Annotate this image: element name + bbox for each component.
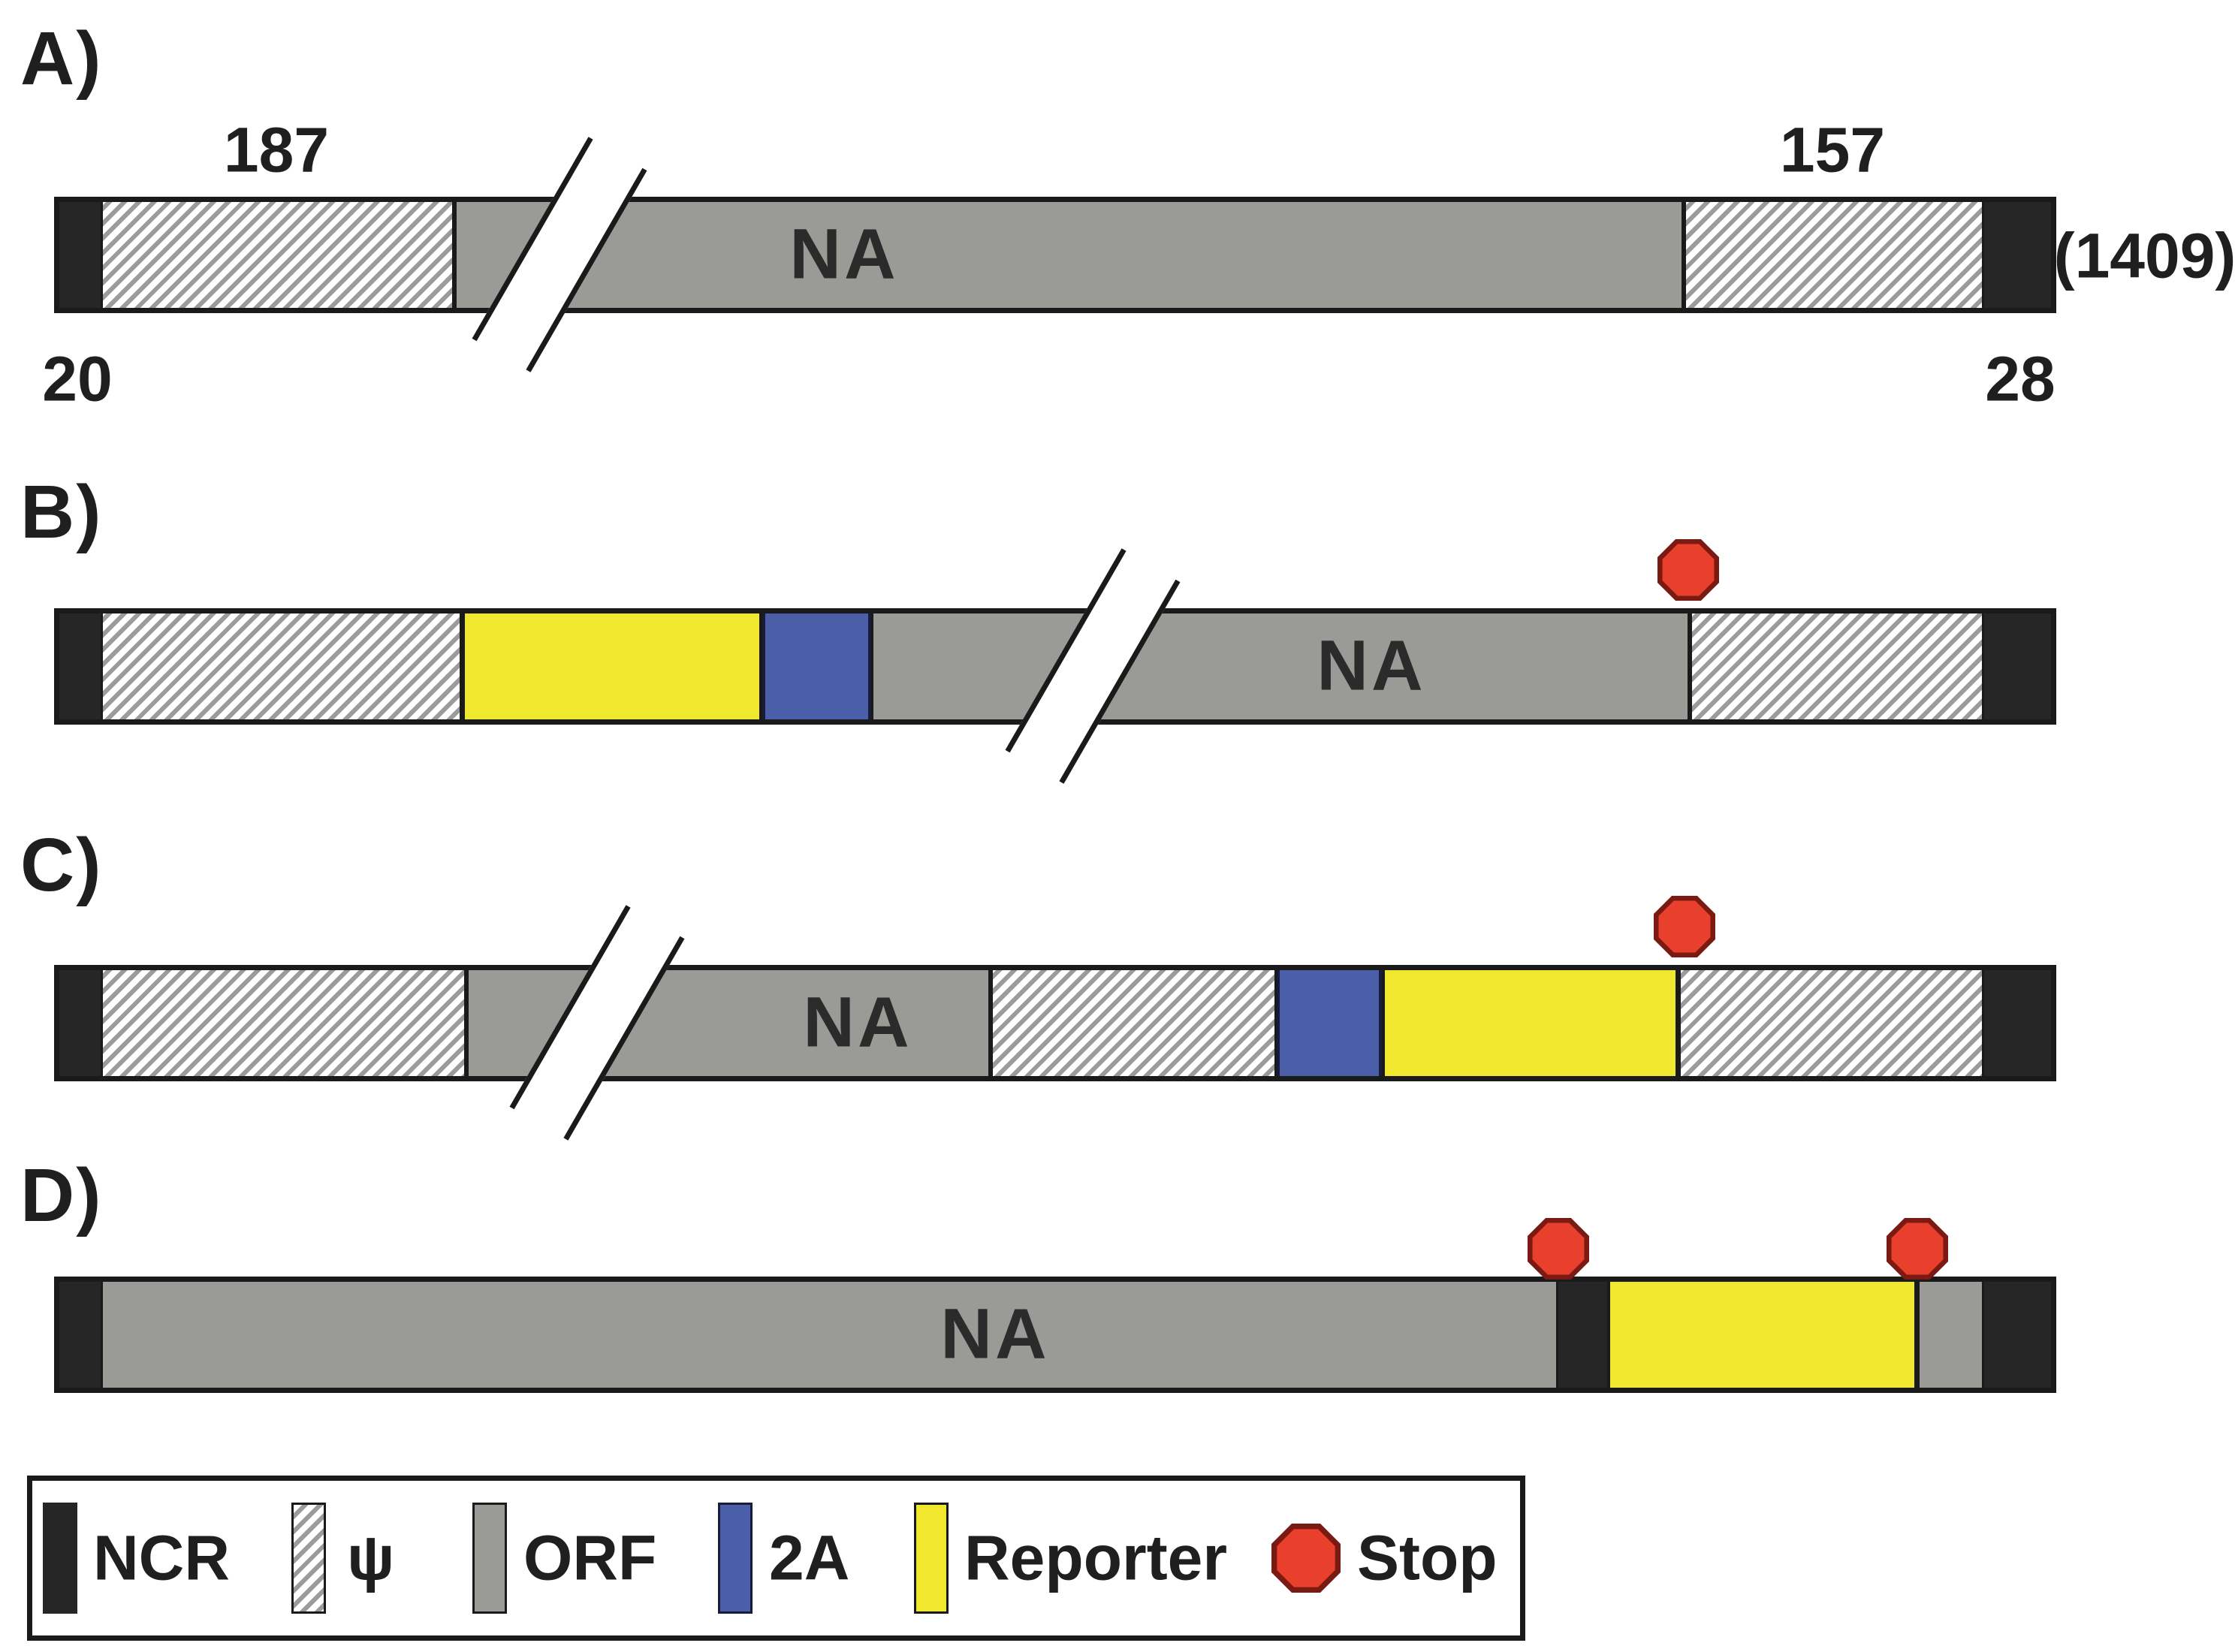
stop-codon-icon xyxy=(1528,1218,1589,1280)
legend-orf-swatch xyxy=(472,1503,507,1614)
panel-a-segment-orf xyxy=(454,197,1684,313)
panel-b-segment-psi xyxy=(101,608,462,725)
stop-codon-icon xyxy=(1657,539,1719,601)
panel-a-segment-ncr xyxy=(1984,197,2056,313)
panel-b-label: B) xyxy=(20,470,103,554)
legend-ncr-label: NCR xyxy=(93,1522,230,1593)
orf-name-label: NA xyxy=(940,1294,1050,1374)
panel-d-segment-reporter xyxy=(1607,1277,1917,1393)
panel-d-segment-orf xyxy=(101,1277,1558,1393)
panel-b-segment-reporter xyxy=(462,608,762,725)
panel-c-segment-ncr xyxy=(54,965,101,1081)
panel-a-segment-ncr xyxy=(54,197,101,313)
panel-b-segment-two_a xyxy=(762,608,871,725)
total-length-label: (1409) xyxy=(2053,220,2235,291)
panel-a-label: A) xyxy=(20,17,103,101)
legend-box xyxy=(27,1476,1525,1641)
legend-2a-label: 2A xyxy=(769,1522,850,1593)
panel-d-label: D) xyxy=(20,1153,103,1237)
psi5-length-label: 187 xyxy=(223,114,330,185)
legend-stop-icon xyxy=(1271,1524,1341,1593)
legend-psi-label: ψ xyxy=(347,1522,395,1593)
panel-c-segment-psi xyxy=(101,965,466,1081)
legend-stop-label: Stop xyxy=(1357,1522,1498,1593)
orf-name-label: NA xyxy=(1317,626,1426,706)
ncr3-length-label: 28 xyxy=(1985,343,2056,415)
stop-codon-icon xyxy=(1654,896,1715,957)
stop-codon-icon xyxy=(1887,1218,1948,1280)
orf-name-label: NA xyxy=(803,982,912,1063)
panel-c-segment-ncr xyxy=(1984,965,2056,1081)
panel-c-segment-reporter xyxy=(1382,965,1679,1081)
panel-a-segment-psi xyxy=(101,197,454,313)
panel-b-segment-orf xyxy=(871,608,1690,725)
legend-orf-label: ORF xyxy=(523,1522,657,1593)
panel-b-segment-ncr xyxy=(1984,608,2056,725)
psi3-length-label: 157 xyxy=(1779,114,1886,185)
panel-d-segment-ncr xyxy=(1558,1277,1607,1393)
panel-a-segment-psi xyxy=(1684,197,1984,313)
panel-c-segment-psi xyxy=(1679,965,1984,1081)
legend-ncr-swatch xyxy=(43,1503,77,1614)
panel-d-segment-ncr xyxy=(54,1277,101,1393)
panel-b-segment-psi xyxy=(1690,608,1984,725)
panel-d-segment-ncr xyxy=(1984,1277,2056,1393)
orf-name-label: NA xyxy=(789,214,899,294)
legend-psi-swatch xyxy=(291,1503,326,1614)
legend-reporter-label: Reporter xyxy=(964,1522,1228,1593)
legend-reporter-swatch xyxy=(914,1503,949,1614)
panel-c-segment-two_a xyxy=(1277,965,1382,1081)
panel-b-segment-ncr xyxy=(54,608,101,725)
panel-d-segment-orf xyxy=(1917,1277,1984,1393)
ncr5-length-label: 20 xyxy=(42,343,113,415)
legend-2a-swatch xyxy=(718,1503,753,1614)
panel-c-label: C) xyxy=(20,823,103,907)
panel-c-segment-psi xyxy=(991,965,1277,1081)
